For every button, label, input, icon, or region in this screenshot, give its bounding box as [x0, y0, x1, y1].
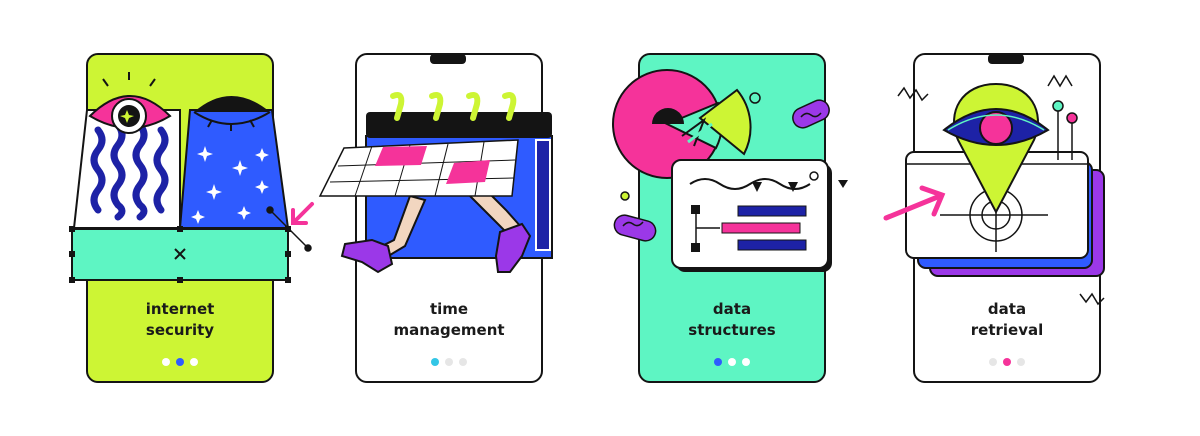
small-circle: [749, 92, 761, 104]
page-dot[interactable]: [190, 358, 198, 366]
card-title-time-management: time management: [359, 299, 539, 341]
calendar-grid: [318, 139, 519, 197]
card-time-management: [318, 53, 553, 383]
card-title-data-retrieval: data retrieval: [917, 299, 1097, 341]
small-circle: [1066, 112, 1078, 124]
title-line: retrieval: [970, 321, 1044, 339]
pagination-dots-time-management[interactable]: [359, 358, 539, 368]
pink-arrow-icon: [883, 185, 946, 221]
page-dot[interactable]: [162, 358, 170, 366]
pagination-dots-data-retrieval[interactable]: [917, 358, 1097, 368]
sparkle-icon: [191, 146, 269, 224]
pagination-dots-data-structures[interactable]: [642, 358, 822, 368]
page-dot[interactable]: [1003, 358, 1011, 366]
title-line: data: [712, 300, 752, 318]
phone-notch: [988, 54, 1024, 64]
page-dot[interactable]: [176, 358, 184, 366]
card-data-retrieval: [883, 53, 1105, 383]
location-pin-eye-icon: [942, 82, 1050, 215]
title-line: structures: [688, 321, 776, 339]
pill-icon: [613, 99, 830, 242]
pink-arrow-icon: [291, 202, 314, 225]
zigzag-lines: [897, 74, 1105, 306]
page-dot[interactable]: [459, 358, 467, 366]
small-circle: [620, 191, 630, 201]
pagination-dots-internet-security[interactable]: [90, 358, 270, 368]
title-line: management: [393, 321, 505, 339]
title-line: security: [145, 321, 215, 339]
page-dot[interactable]: [714, 358, 722, 366]
pie-chart-icon: [612, 69, 752, 179]
eye-icon: [88, 72, 172, 134]
card-title-data-structures: data structures: [642, 299, 822, 341]
bezier-handle: [266, 206, 312, 252]
title-line: internet: [145, 300, 215, 318]
page-dot[interactable]: [431, 358, 439, 366]
page-dot[interactable]: [742, 358, 750, 366]
shoe-icon: [494, 222, 532, 273]
card-data-structures: [612, 53, 848, 383]
small-circle: [1052, 100, 1064, 112]
page-dot[interactable]: [1017, 358, 1025, 366]
page-dot[interactable]: [728, 358, 736, 366]
title-line: time: [429, 300, 469, 318]
card-internet-security: [69, 53, 314, 383]
page-dot[interactable]: [445, 358, 453, 366]
page-dot[interactable]: [989, 358, 997, 366]
close-icon: [174, 248, 186, 260]
browser-window-icon: [671, 159, 848, 272]
pin-stems: [1057, 106, 1073, 160]
shoe-icon: [340, 238, 394, 274]
card-title-internet-security: internet security: [90, 299, 270, 341]
calendar-icon: [318, 92, 553, 274]
closed-eye-icon: [193, 96, 271, 131]
phone-notch: [430, 54, 466, 64]
title-line: data: [987, 300, 1027, 318]
wave-lines: [90, 121, 169, 221]
